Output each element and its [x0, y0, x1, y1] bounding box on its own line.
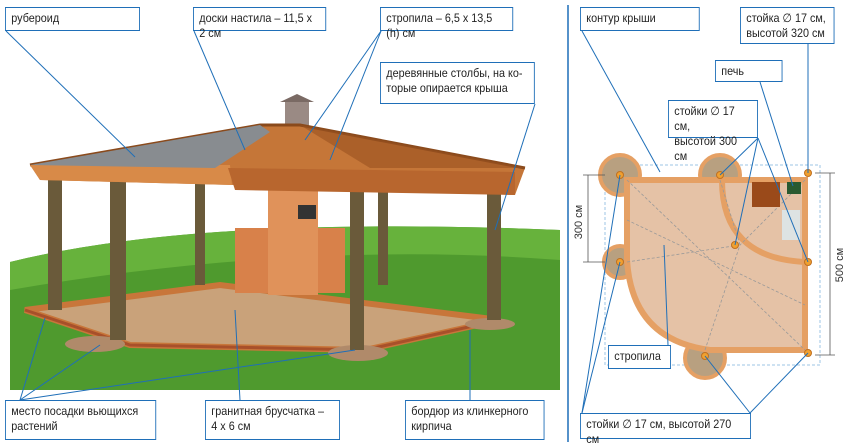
label-posts: деревянные столбы, на ко-торые опирается…: [380, 62, 535, 104]
label-roof-outline: контур крыши: [580, 7, 700, 31]
label-roofing: рубероид: [5, 7, 140, 31]
gazebo-3d-illustration: [10, 94, 560, 390]
label-paving: гранитная брусчатка –4 х 6 см: [205, 400, 340, 440]
label-stove: печь: [715, 60, 783, 82]
label-post-320: стойка ∅ 17 см,высотой 320 см: [740, 7, 835, 44]
label-rafters: стропила – 6,5 х 13,5 (h) см: [380, 7, 514, 40]
label-posts-270: стойки ∅ 17 см, высотой 270 см: [580, 413, 751, 446]
label-posts-300: стойки ∅ 17 см,высотой 300 см: [668, 100, 758, 163]
label-plan-rafters: стропила: [608, 345, 671, 369]
plan-view: [583, 153, 835, 380]
dim-left: 300 см: [573, 205, 585, 239]
dim-right: 500 см: [834, 248, 846, 282]
label-deck-boards: доски настила – 11,5 х 2 см: [193, 7, 327, 40]
posts: [48, 175, 501, 350]
